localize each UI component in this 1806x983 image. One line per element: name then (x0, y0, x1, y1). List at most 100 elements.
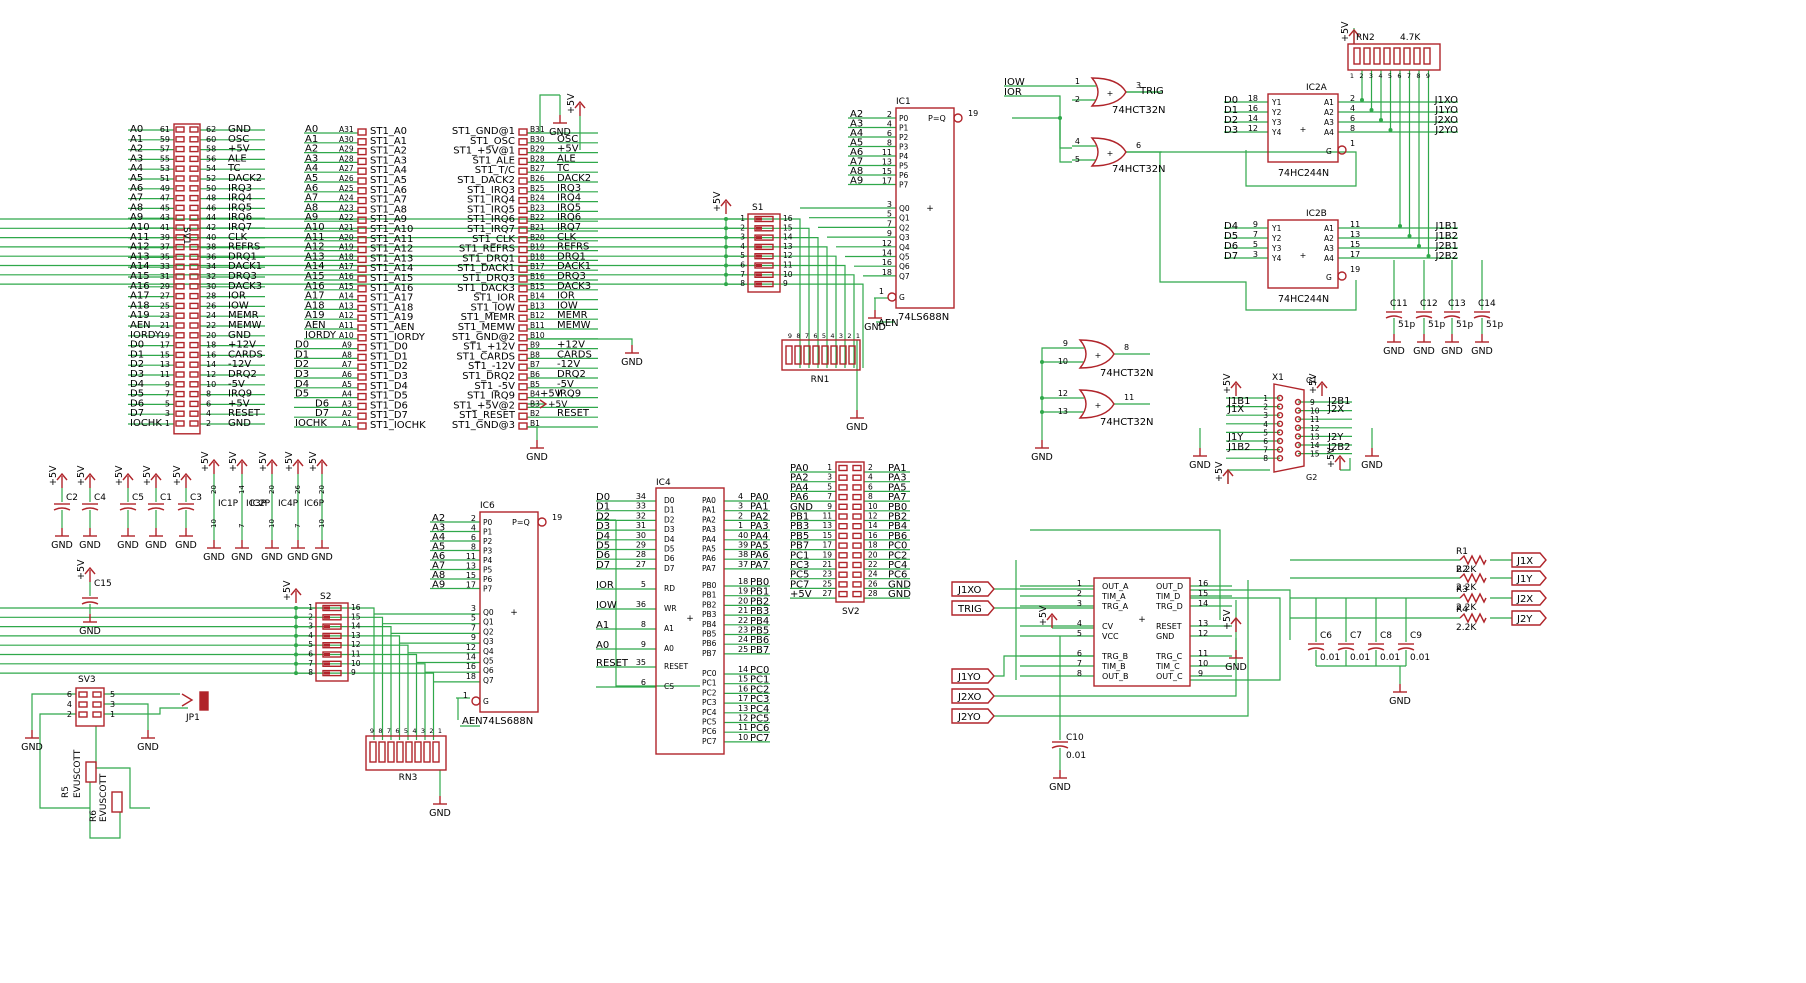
sv1-left-label: AEN (130, 320, 151, 331)
ic1-outpin: 19 (968, 109, 978, 118)
st1a-pin: A31 (339, 125, 354, 134)
sv2-rpin: 8 (868, 492, 873, 501)
ic6-lpin: 17 (466, 581, 476, 590)
ic2b-gpin: 19 (1350, 265, 1360, 274)
st1a-socket2 (357, 353, 367, 362)
st1a-label: ST1_A2 (370, 146, 407, 157)
st1b-socket (518, 422, 528, 430)
sv1-right-label: MEMR (228, 310, 259, 321)
vcc-label: +5V (48, 465, 59, 486)
s1-to-rn1 (780, 274, 855, 368)
ic2b-in: D7 (1224, 251, 1238, 262)
ic2b-a: A3 (1324, 244, 1334, 253)
ic4-palab: PA1 (702, 506, 716, 515)
ic4-pblab: PB4 (702, 620, 717, 629)
sv1-pin (189, 351, 199, 359)
s1-body (747, 213, 781, 293)
ic2a-inpin: 16 (1248, 104, 1258, 113)
ic4-dlab: D1 (664, 506, 675, 515)
s1-toggle (754, 234, 774, 241)
ic4-dlab: D2 (664, 515, 675, 524)
wire (31, 693, 76, 730)
st1a-label: ST1_A5 (370, 175, 407, 186)
sv1-left-label: D6 (130, 398, 144, 409)
vcc-arrow (122, 472, 134, 481)
x1-lnet: J1Y (1227, 432, 1244, 443)
sv2-pin (838, 464, 848, 472)
ic4-ctrlpin: 36 (636, 600, 646, 609)
cap-left-name: C4 (94, 493, 106, 503)
st1a-socket (357, 138, 367, 146)
sv2-lnet: PB1 (790, 512, 809, 523)
ic5-llab: TRG_A (1101, 602, 1129, 611)
st1a-pin: A30 (339, 135, 354, 144)
vcc-label: +5V (200, 451, 211, 472)
st1b-net: -5V (557, 379, 574, 390)
s2-rpin: 14 (351, 622, 361, 631)
sv2-lnet: PA6 (790, 492, 809, 503)
ic5-rlab: TIM_C (1155, 662, 1180, 671)
sv2-pin (852, 552, 862, 559)
st1a-pin2: A9 (342, 341, 352, 350)
ic4-palab: PA5 (702, 545, 716, 554)
ic6-outpin: 19 (552, 513, 562, 522)
wire (994, 580, 1249, 717)
ic3a-part: 74HCT32N (1112, 105, 1166, 116)
ic4-pblab: PB6 (702, 639, 717, 648)
st1b-net: MEMW (557, 320, 591, 331)
sv1-pin (175, 224, 185, 231)
x1-lpin: 7 (1263, 446, 1268, 455)
sv1-right-pin-num: 58 (206, 145, 216, 154)
ic6-addr: A8 (432, 570, 445, 581)
st1a-socket (357, 245, 367, 254)
vcc-arrow (316, 458, 328, 467)
ic6-qpin: Q5 (483, 657, 494, 666)
rn1-resistor (812, 345, 820, 365)
ic1-qnum: 7 (887, 219, 892, 228)
ic6-lpin: 6 (471, 533, 476, 542)
ic4-dnet: D3 (596, 521, 610, 532)
s1-toggle-lever (756, 273, 762, 277)
vcc-label: +5V (282, 580, 293, 601)
st1b-net: IRQ9 (557, 389, 581, 400)
ic5-rpin: 15 (1198, 589, 1208, 598)
sv2-name: SV2 (842, 607, 860, 617)
sv1-pin (189, 175, 199, 182)
sv1-left-label: IORDY (130, 330, 162, 341)
ic2a-gpin: 1 (1350, 139, 1355, 148)
icp-name: IC4P (278, 499, 299, 509)
sv2-pin (838, 523, 848, 530)
sv2-lnet: PB7 (790, 541, 809, 552)
ic3c-part: 74HCT32N (1100, 368, 1154, 379)
icp-pin2: 10 (210, 519, 218, 528)
st1a-label2: ST1_D5 (370, 391, 408, 402)
st1a-pin: A14 (339, 292, 354, 301)
ic1-ppin: P3 (899, 143, 909, 152)
sv2-rpin: 10 (868, 502, 878, 511)
x1-shell (1273, 383, 1305, 473)
res-name: R3 (1456, 585, 1468, 595)
st1a-net2: D1 (295, 349, 309, 360)
ic4-pclab: PC6 (702, 727, 717, 736)
vcc-arrow (292, 458, 304, 467)
ic6-qpin: Q2 (483, 627, 494, 636)
ic6-part: 74LS688N (482, 716, 533, 727)
st1b-pin: B2 (530, 409, 540, 418)
s2-toggle-lever (324, 643, 330, 647)
sv1-pin (189, 381, 199, 388)
st1b-socket (518, 177, 528, 185)
sv3-pin (78, 691, 88, 698)
ic2a-outlabel: J1YO (1434, 105, 1458, 116)
rn1-pin: 5 (822, 332, 826, 340)
sv1-left-pin-num: 41 (160, 223, 170, 232)
st1b-socket (518, 353, 528, 362)
st1b-net: IOW (557, 300, 578, 311)
ic1-inv-bubble (953, 113, 963, 123)
ic6-qpin: Q1 (483, 618, 494, 627)
sv1-left-label: D0 (130, 340, 144, 351)
j-tag (1511, 570, 1547, 586)
sv1-left-pin-num: 23 (160, 311, 170, 320)
sv1-body (173, 123, 201, 435)
s1-toggle (754, 280, 774, 288)
s1-toggle (754, 243, 774, 251)
